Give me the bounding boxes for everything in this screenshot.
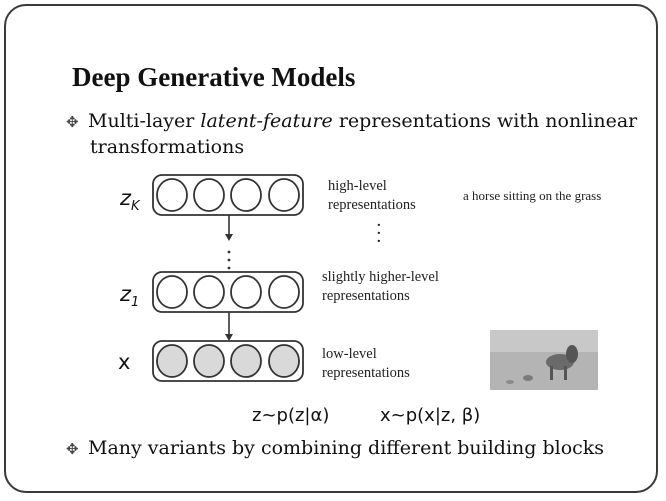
var-x: x	[118, 350, 131, 374]
slide-frame	[4, 4, 658, 493]
bullet-1: ✥Multi-layer latent-feature representati…	[66, 110, 638, 132]
layer-zk	[152, 174, 304, 216]
bullet-icon: ✥	[66, 113, 79, 131]
var-zk: zK	[120, 186, 140, 215]
horse-image	[490, 330, 598, 390]
bullet-1-line-2: transformations	[90, 136, 245, 158]
formula-likelihood: x~p(x|z, β)	[380, 405, 481, 426]
bullet-2: ✥Many variants by combining different bu…	[66, 437, 605, 459]
node-observed	[156, 344, 188, 378]
layer-z1	[152, 271, 304, 313]
formula-prior: z~p(z|α)	[252, 405, 330, 426]
node-observed	[268, 344, 300, 378]
node	[156, 178, 188, 212]
slide-title: Deep Generative Models	[72, 62, 356, 92]
node	[230, 178, 262, 212]
node-observed	[193, 344, 225, 378]
node	[193, 275, 225, 309]
bullet-icon: ✥	[66, 440, 79, 458]
node	[156, 275, 188, 309]
label-low-level: low-level representations	[322, 346, 410, 381]
node	[268, 275, 300, 309]
label-high-level: high-level representations	[328, 178, 416, 213]
node	[230, 275, 262, 309]
label-vdots: ···	[376, 215, 382, 252]
var-z1: z1	[120, 282, 140, 311]
caption-text: a horse sitting on the grass	[463, 188, 602, 203]
label-slightly-higher: slightly higher-level representations	[322, 269, 439, 304]
node	[193, 178, 225, 212]
layer-x	[152, 340, 304, 382]
node-observed	[230, 344, 262, 378]
node	[268, 178, 300, 212]
